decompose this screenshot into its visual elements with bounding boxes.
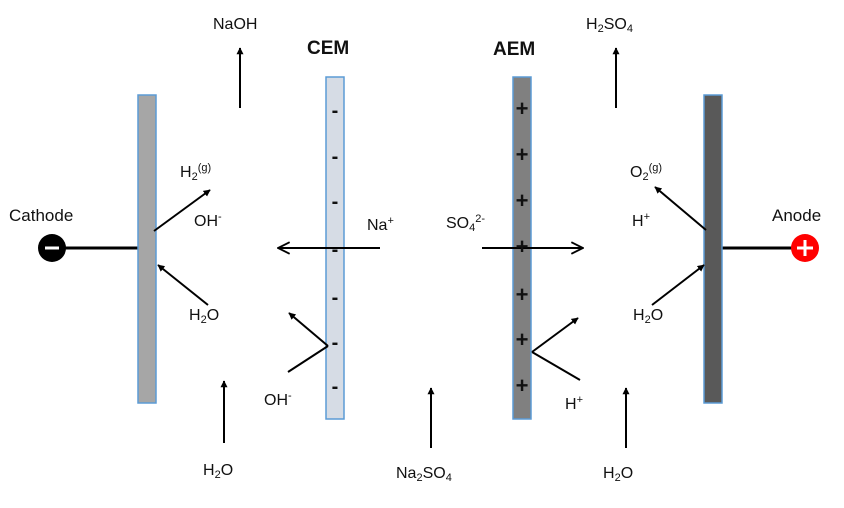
aem-positive-mark: + <box>515 188 529 213</box>
aem-positive-mark: + <box>515 327 529 352</box>
so4-ion-label: SO42- <box>446 213 486 234</box>
cathode-plate <box>137 94 157 404</box>
aem-positive-mark: + <box>515 142 529 167</box>
arrow-o2-gas <box>654 186 707 231</box>
h2o-anode-label: H2O <box>633 307 664 326</box>
oh-cem-label: OH- <box>264 390 292 409</box>
h2so4-label: H2SO4 <box>586 16 633 35</box>
arrow-h2o-to-cathode <box>157 264 209 306</box>
arrow-h2-gas <box>153 189 211 232</box>
aem-label: AEM <box>493 39 536 60</box>
oh-cathode-label: OH- <box>194 211 222 230</box>
h2o-cathode-label: H2O <box>189 307 220 326</box>
arrow-h2o-to-anode <box>651 264 705 306</box>
arrow-oh-in <box>287 345 329 373</box>
cem-label: CEM <box>307 38 350 59</box>
arrow-h-out <box>531 317 579 353</box>
anode-label: Anode <box>772 206 822 225</box>
cem-negative-mark: - <box>331 332 339 354</box>
h-anode-label: H+ <box>632 211 650 230</box>
h2-gas-label: H2(g) <box>180 162 212 183</box>
anode-plate <box>703 94 723 404</box>
cem-negative-mark: - <box>331 146 339 168</box>
cem-negative-mark: - <box>331 287 339 309</box>
arrow-oh-out <box>288 312 329 347</box>
o2-gas-label: O2(g) <box>630 162 663 183</box>
h-aem-label: H+ <box>565 394 583 413</box>
h2o-inlet-right-label: H2O <box>603 465 634 484</box>
aem-positive-mark: + <box>515 96 529 121</box>
aem-positive-mark: + <box>515 234 529 259</box>
cem-negative-mark: - <box>331 100 339 122</box>
cem-negative-mark: - <box>331 376 339 398</box>
cem-negative-mark: - <box>331 191 339 213</box>
na2so4-inlet-label: Na2SO4 <box>396 465 452 484</box>
naoh-label: NaOH <box>213 16 258 33</box>
na-ion-label: Na+ <box>367 215 394 234</box>
cathode-label: Cathode <box>9 206 74 225</box>
aem-positive-mark: + <box>515 373 529 398</box>
cem-negative-mark: - <box>331 239 339 261</box>
arrow-h-in <box>531 351 581 381</box>
h2o-inlet-left-label: H2O <box>203 462 234 481</box>
aem-positive-mark: + <box>515 282 529 307</box>
